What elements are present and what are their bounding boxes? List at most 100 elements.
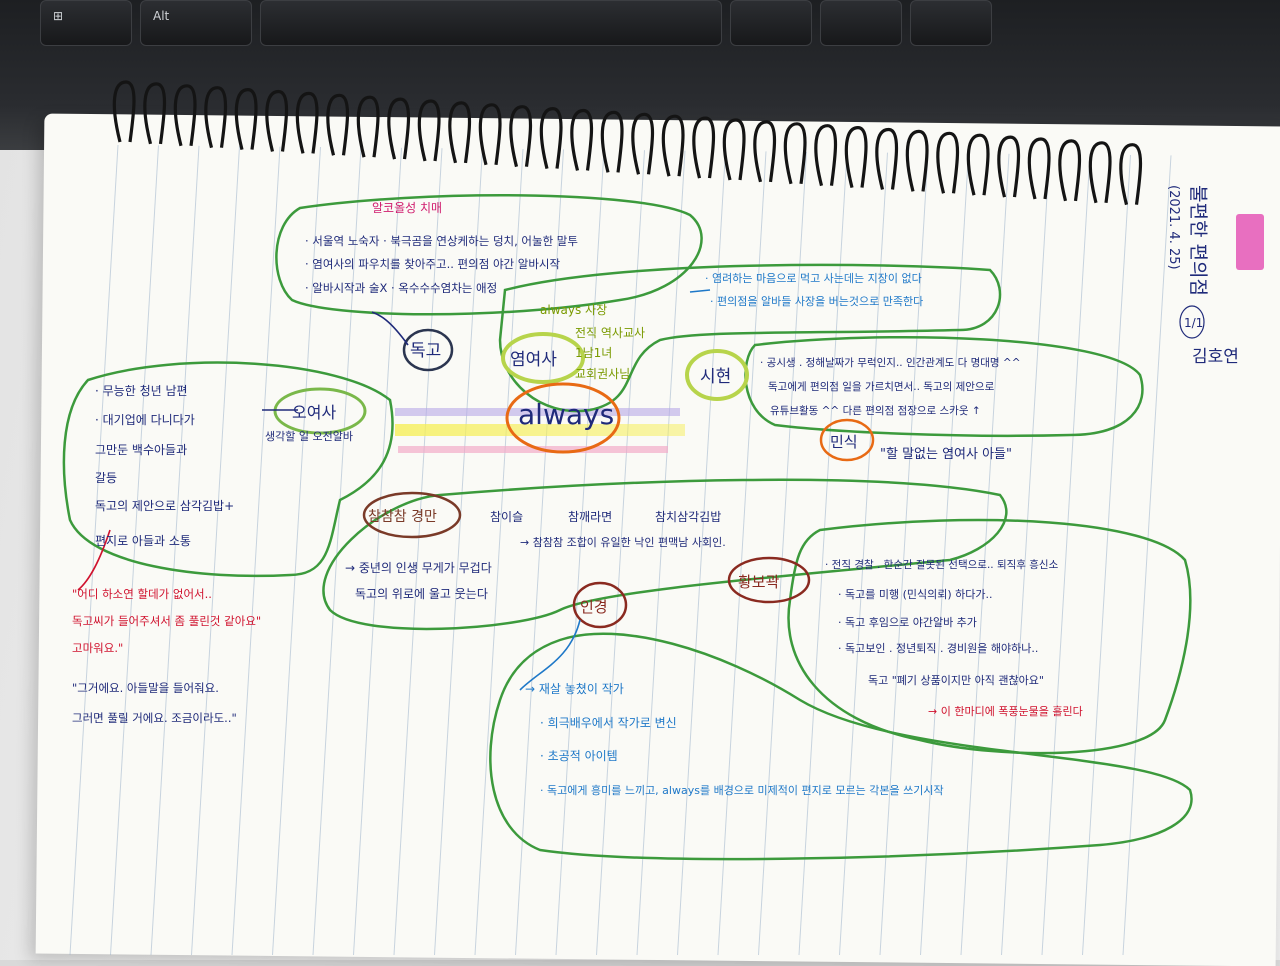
ruled-line — [150, 145, 200, 956]
ruled-line — [272, 146, 321, 956]
keyboard-key — [910, 0, 992, 46]
gwak-label: 황보곽 — [738, 573, 780, 591]
yeom-item-3: 1남1녀 — [575, 346, 612, 360]
ruled-line — [717, 151, 767, 956]
spiral-ring — [966, 133, 990, 196]
oyeosa-line-4: 갈등 — [95, 471, 117, 485]
spiral-ring — [448, 101, 472, 164]
chamcham-line-1: → 중년의 인생 무게가 무겁다 — [345, 561, 492, 575]
oyeosa-quote-navy-2: 그러면 풀릴 거에요. 조금이라도.." — [72, 711, 237, 725]
author-name: 김호연 — [1192, 347, 1239, 367]
badge-text: 1/1 — [1184, 316, 1203, 330]
crayon-band-pink — [398, 446, 668, 453]
spiral-ring — [173, 84, 197, 147]
chamcham-circle — [362, 491, 462, 539]
ruled-line — [555, 149, 605, 956]
minsik-label: 민식 — [830, 433, 858, 451]
ruled-line — [110, 145, 159, 956]
injeong-line-4: · 독고에게 흥미를 느끼고, always를 배경으로 미제적이 편지로 모르… — [540, 783, 944, 797]
spiral-ring — [112, 80, 136, 143]
spiral-ring — [997, 135, 1021, 198]
oyeosa-quote-red-2: 독고씨가 들어주셔서 좀 풀린것 같아요" — [72, 614, 261, 628]
spiral-ring — [478, 103, 502, 166]
arrow-injeong — [519, 619, 581, 691]
gwak-line-5: 독고 "폐기 상품이지만 아직 괜찮아요" — [868, 674, 1044, 687]
spiral-ring — [1088, 141, 1112, 204]
spiral-ring — [539, 106, 563, 169]
spiral-ring — [509, 105, 533, 168]
ruled-lines — [69, 144, 1172, 956]
gwak-bubble — [787, 518, 1192, 755]
ruled-line — [596, 150, 645, 956]
book-title: 불편한 편의점 — [1187, 185, 1209, 296]
spiral-ring — [783, 122, 807, 185]
ruled-line — [1001, 154, 1050, 956]
ruled-line — [312, 147, 362, 956]
ruled-line — [839, 152, 888, 956]
oyeosa-circle — [273, 387, 367, 435]
chamcham-item-3: 참치삼각김밥 — [655, 510, 721, 524]
spiral-ring — [570, 108, 594, 171]
sihyun-line-2: 독고에게 편의점 일을 가르치면서.. 독고의 제안으로 — [768, 380, 995, 393]
chamcham-label: 참참참 경만 — [368, 509, 437, 525]
ruled-line — [231, 146, 281, 956]
chamcham-bubble — [322, 478, 1008, 631]
injeong-bubble — [489, 632, 1193, 861]
alt-key: Alt — [140, 0, 252, 46]
always-circle — [505, 382, 621, 454]
windows-key: ⊞ — [40, 0, 132, 46]
spiral-ring — [814, 124, 838, 187]
dokgo-line-2: · 염여사의 파우치를 찾아주고.. 편의점 야간 알바시작 — [305, 257, 560, 271]
spiral-ring — [234, 87, 258, 150]
dokgo-line-3: · 알바시작과 술X · 옥수수수염차는 애정 — [305, 281, 497, 295]
spiral-ring — [875, 127, 899, 190]
spiral-ring — [204, 86, 228, 149]
ruled-line — [879, 152, 929, 956]
ruled-line — [434, 148, 483, 956]
sihyun-line-3: 유튜브활동 ^^ 다른 편의점 점장으로 스카웃 ↑ — [770, 404, 981, 417]
spiral-ring — [905, 129, 929, 192]
ruled-line — [677, 150, 726, 956]
chamcham-item-2: 참깨라면 — [568, 510, 612, 524]
injeong-circle — [572, 581, 628, 629]
ruled-line — [758, 151, 807, 956]
yeom-note-2: · 편의점을 알바들 사장을 버는것으로 만족한다 — [710, 294, 923, 308]
chamcham-sub: → 참참참 조합이 유일한 낙인 편맥남 사회인. — [520, 535, 726, 549]
connectors — [77, 289, 711, 691]
injeong-line-1: → 재살 놓쳤이 작가 — [525, 682, 624, 696]
arrow-yeom-note — [689, 289, 711, 293]
book-date: (2021. 4. 25) — [1166, 185, 1181, 270]
oyeosa-line-1: · 무능한 청년 남편 — [95, 384, 188, 398]
dokgo-label: 독고 — [410, 341, 441, 361]
green-bubbles — [62, 194, 1193, 861]
yeom-item-1: always 사장 — [540, 303, 607, 317]
spiral-ring — [1119, 143, 1143, 206]
sidebar-title-group: 불편한 편의점 — [1187, 185, 1209, 296]
ruled-line — [1122, 155, 1172, 956]
minsik-quote: "할 말없는 염여사 아들" — [880, 447, 1012, 462]
center-label: always — [518, 398, 614, 431]
ruled-line — [515, 149, 564, 956]
yeom-item-2: 전직 역사교사 — [575, 326, 645, 340]
crayon-band-purple — [395, 408, 680, 416]
spiral-ring — [1027, 137, 1051, 200]
oyeosa-label: 오여사 — [292, 403, 336, 422]
spiral-ring — [1058, 139, 1082, 202]
spiral-ring — [417, 99, 441, 162]
yeom-label: 염여사 — [510, 350, 557, 370]
dokgo-note-red: 알코올성 치매 — [372, 201, 442, 215]
yeom-note-1: · 염려하는 마음으로 먹고 사는데는 지장이 없다 — [705, 271, 922, 285]
ruled-line — [798, 152, 848, 956]
spiral-ring — [722, 118, 746, 181]
spiral-ring — [356, 95, 380, 158]
ruled-line — [636, 150, 686, 956]
spiral-ring — [936, 131, 960, 194]
ruled-line — [960, 153, 1010, 956]
spiral-ring — [661, 114, 685, 177]
spiral-ring — [326, 93, 350, 156]
ruled-line — [191, 146, 240, 956]
injeong-line-3: · 초공적 아이템 — [540, 749, 618, 763]
ruled-line — [393, 148, 443, 956]
chamcham-item-1: 참이슬 — [490, 510, 523, 524]
